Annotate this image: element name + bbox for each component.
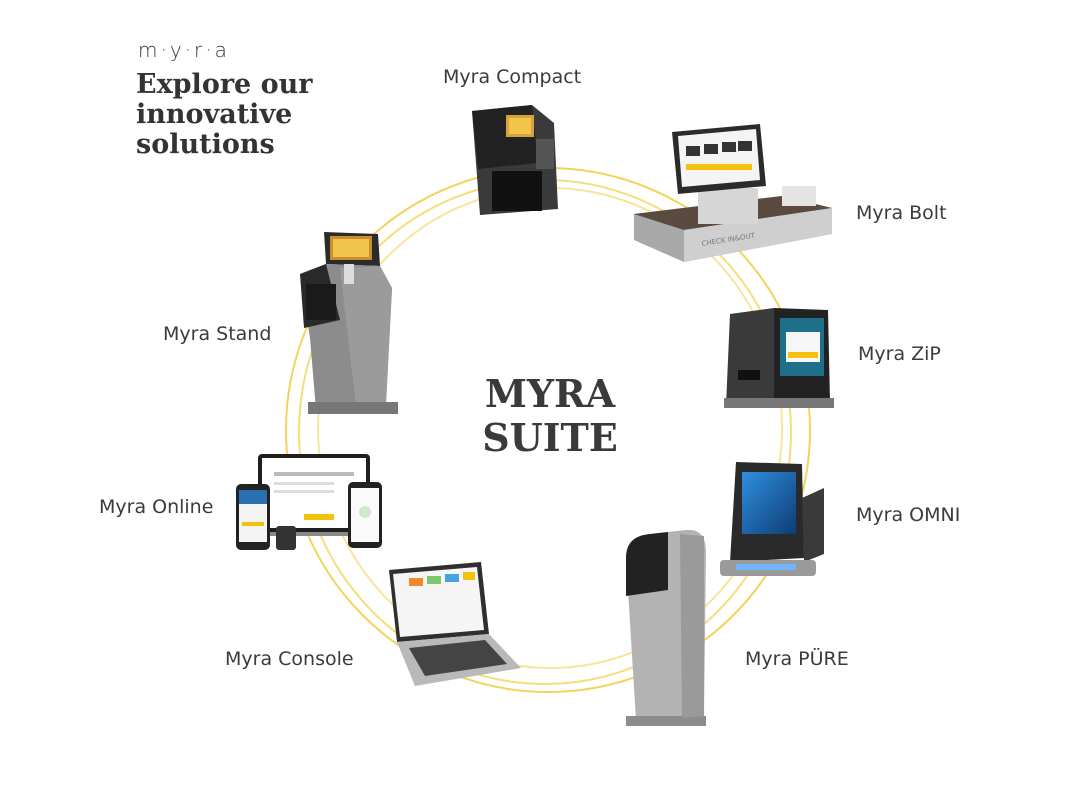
- label-myra-pure[interactable]: Myra PÜRE: [745, 648, 849, 670]
- label-myra-online[interactable]: Myra Online: [99, 496, 214, 518]
- myra-omni-image[interactable]: [716, 458, 828, 582]
- label-myra-omni[interactable]: Myra OMNI: [856, 504, 961, 526]
- headline-line: innovative: [136, 99, 293, 130]
- suite-title: MYRA SUITE: [460, 372, 640, 460]
- myra-online-image[interactable]: [234, 452, 384, 556]
- page-headline: Explore our innovative solutions: [136, 70, 366, 160]
- headline-line: Explore our: [136, 69, 313, 100]
- myra-stand-image[interactable]: [296, 228, 402, 420]
- myra-logo: m·y·r·a: [138, 38, 230, 62]
- label-myra-bolt[interactable]: Myra Bolt: [856, 202, 947, 224]
- suite-title-line: SUITE: [482, 415, 618, 460]
- myra-compact-image[interactable]: [462, 103, 566, 217]
- myra-pure-image[interactable]: [620, 530, 712, 730]
- myra-console-image[interactable]: [385, 560, 525, 690]
- label-myra-zip[interactable]: Myra ZiP: [858, 343, 941, 365]
- myra-bolt-image[interactable]: CHECK IN&OUT: [632, 122, 837, 264]
- label-myra-compact[interactable]: Myra Compact: [443, 66, 582, 88]
- myra-zip-image[interactable]: [716, 306, 838, 410]
- label-myra-stand[interactable]: Myra Stand: [163, 323, 272, 345]
- suite-title-line: MYRA: [484, 371, 616, 416]
- headline-line: solutions: [136, 129, 275, 160]
- label-myra-console[interactable]: Myra Console: [225, 648, 354, 670]
